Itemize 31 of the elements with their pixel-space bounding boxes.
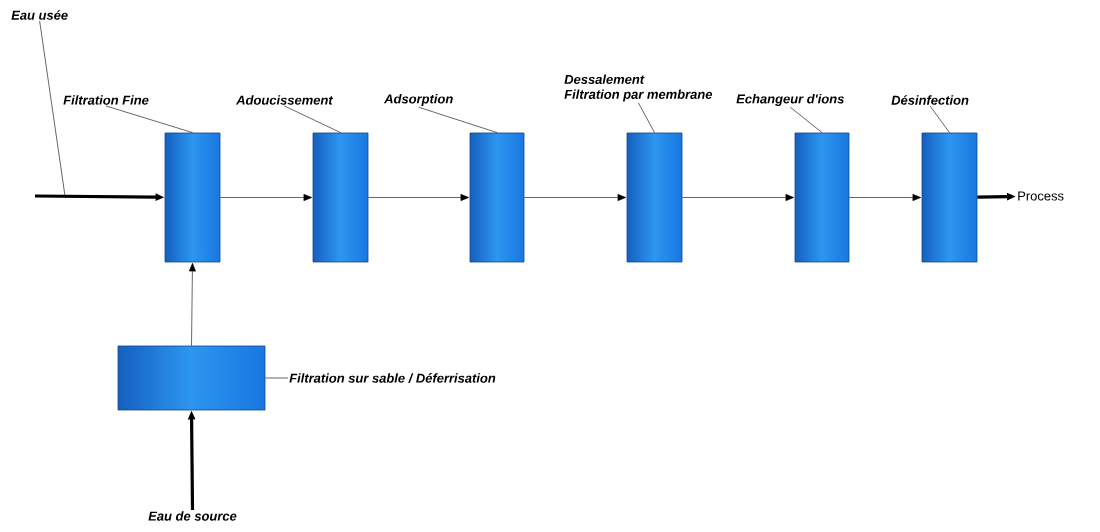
stage-label: Adsorption bbox=[383, 93, 453, 107]
treatment-unit bbox=[164, 132, 221, 263]
leader-line bbox=[638, 102, 655, 133]
leader-line bbox=[284, 105, 341, 133]
stage-label: Désinfection bbox=[891, 95, 969, 105]
treatment-unit bbox=[921, 132, 978, 263]
leader-line bbox=[790, 106, 823, 133]
arrow bbox=[188, 262, 196, 346]
treatment-unit bbox=[626, 132, 683, 263]
arrow bbox=[524, 194, 627, 201]
leader-line bbox=[929, 105, 950, 133]
leader-line bbox=[265, 377, 289, 379]
stage-label: Adoucissement bbox=[235, 95, 334, 105]
arrow bbox=[220, 194, 313, 201]
text-label: Eau de source bbox=[148, 511, 237, 521]
leader-line bbox=[418, 106, 498, 133]
treatment-unit bbox=[469, 132, 525, 263]
treatment-unit bbox=[312, 132, 369, 263]
leader-line bbox=[39, 20, 66, 197]
stage-label: Dessalement Filtration par membrane bbox=[564, 74, 713, 102]
stage-label: Echangeur d'ions bbox=[736, 93, 844, 107]
treatment-unit bbox=[794, 132, 850, 263]
text-label: Process bbox=[1018, 191, 1064, 201]
arrow bbox=[849, 194, 922, 201]
treatment-unit bbox=[117, 345, 266, 411]
arrow bbox=[682, 194, 795, 201]
stage-label: Filtration sur sable / Déferrisation bbox=[289, 373, 496, 383]
arrow bbox=[368, 194, 470, 201]
leader-line bbox=[105, 105, 193, 133]
text-label: Eau usée bbox=[11, 10, 68, 20]
stage-label: Filtration Fine bbox=[63, 95, 149, 105]
